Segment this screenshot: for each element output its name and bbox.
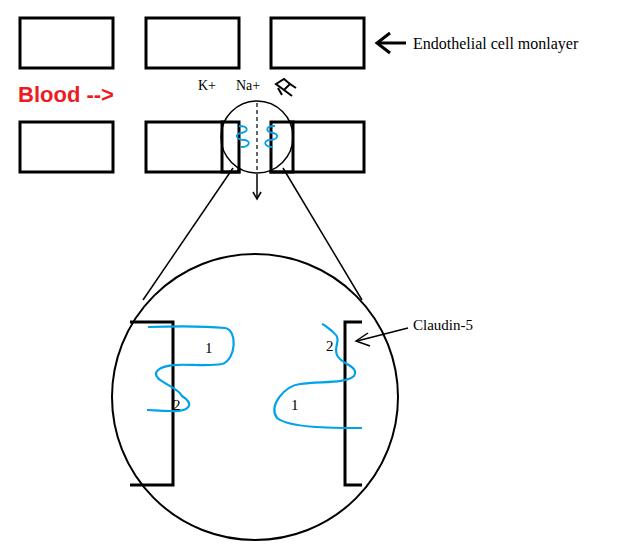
structure-label: Endothelial cell monlayer — [413, 36, 578, 52]
callout-number: 1 — [291, 398, 299, 413]
callout-number: 2 — [173, 398, 181, 413]
magnified-junction — [112, 254, 398, 540]
leader-arrow — [356, 328, 408, 346]
ion-label: K+ — [198, 79, 216, 93]
flow-label: Blood --> — [18, 84, 114, 106]
callout-number: 1 — [205, 341, 213, 356]
molecule-symbol — [276, 79, 296, 96]
claudin-5-strand — [147, 326, 234, 411]
ion-label: Na+ — [236, 79, 260, 93]
pointer-arrow — [377, 33, 406, 53]
claudin-5-strand — [274, 324, 362, 428]
junction-zoom — [221, 101, 293, 199]
callout-number: 2 — [326, 339, 334, 354]
protein-label: Claudin-5 — [413, 318, 473, 333]
